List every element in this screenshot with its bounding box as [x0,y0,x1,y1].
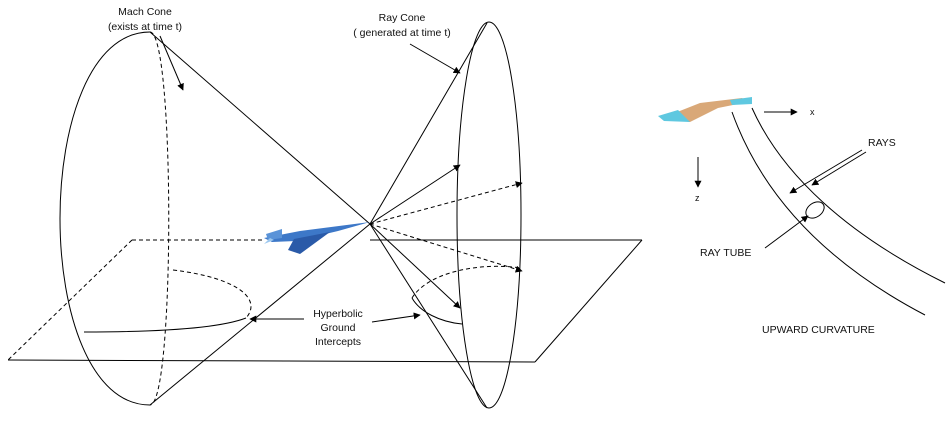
ray-cone-callout: Ray Cone ( generated at time t) [353,12,461,74]
ray-cone-sublabel: ( generated at time t) [353,27,450,39]
hyperbolic-label-3: Intercepts [315,336,361,348]
upward-curvature-label: UPWARD CURVATURE [762,324,875,336]
mach-cone-label: Mach Cone [118,6,172,18]
mach-cone-sublabel: (exists at time t) [108,21,182,33]
ray-tube-label: RAY TUBE [700,247,751,259]
aircraft-wing [288,232,330,254]
mach-cone [59,31,371,406]
axis-z-label: z [695,193,700,203]
aircraft-fuselage [264,222,370,242]
hyperbolic-label-1: Hyperbolic [313,308,363,320]
aircraft-icon [264,222,370,254]
aircraft-tail [266,229,282,240]
ray-cone [369,21,523,409]
ground-plane [7,239,643,363]
ray-tube-diagram: x z RAYS RAY TUBE UPWARD CURVATURE [658,97,946,336]
ray-cone-label: Ray Cone [379,12,426,24]
hyperbolic-label-2: Ground [320,322,355,334]
rays-label: RAYS [868,137,896,149]
small-aircraft-icon [658,97,752,122]
hyperbolic-callout: Hyperbolic Ground Intercepts [249,308,421,348]
mach-cone-callout: Mach Cone (exists at time t) [108,6,184,91]
axis-x-label: x [810,107,815,117]
